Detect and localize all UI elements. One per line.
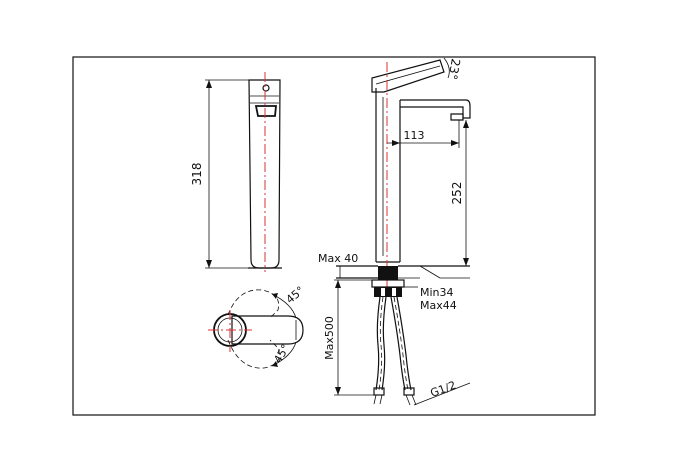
rotation-lower-label: 45° (271, 342, 292, 365)
thread-leader (413, 382, 471, 406)
top-handle-body (231, 315, 304, 345)
height-dimension-label: 318 (190, 163, 204, 186)
spout-height-label: 252 (450, 182, 464, 205)
hose-length-label: Max500 (323, 316, 336, 360)
reach-dimension-label: 113 (404, 129, 425, 142)
braided-hose-left (375, 296, 381, 391)
handle-pivot-icon (262, 84, 270, 92)
handle-position-upper-dashed (227, 289, 280, 319)
rotation-upper-label: 45° (284, 284, 307, 306)
mounting-nut (371, 266, 405, 297)
handle-position-lower-dashed (227, 339, 280, 369)
front-view: 318 (190, 72, 282, 272)
handle-angle-label: 23° (445, 57, 462, 80)
side-spout (400, 99, 471, 119)
side-view: 23° 113 252 Max 40 Min3 (318, 57, 471, 406)
top-view: 45° 45° (208, 284, 307, 369)
braided-hose-right (390, 296, 406, 391)
hole-min-label: Min34 (420, 286, 454, 299)
thread-label: G1/2 (429, 379, 458, 400)
hole-max-label: Max44 (420, 299, 457, 312)
deck-thickness-label: Max 40 (318, 252, 358, 265)
handle-angle-arc (443, 57, 450, 79)
drawing-frame (72, 56, 596, 416)
front-handle-slot (254, 105, 277, 117)
side-handle-lever (371, 59, 445, 93)
